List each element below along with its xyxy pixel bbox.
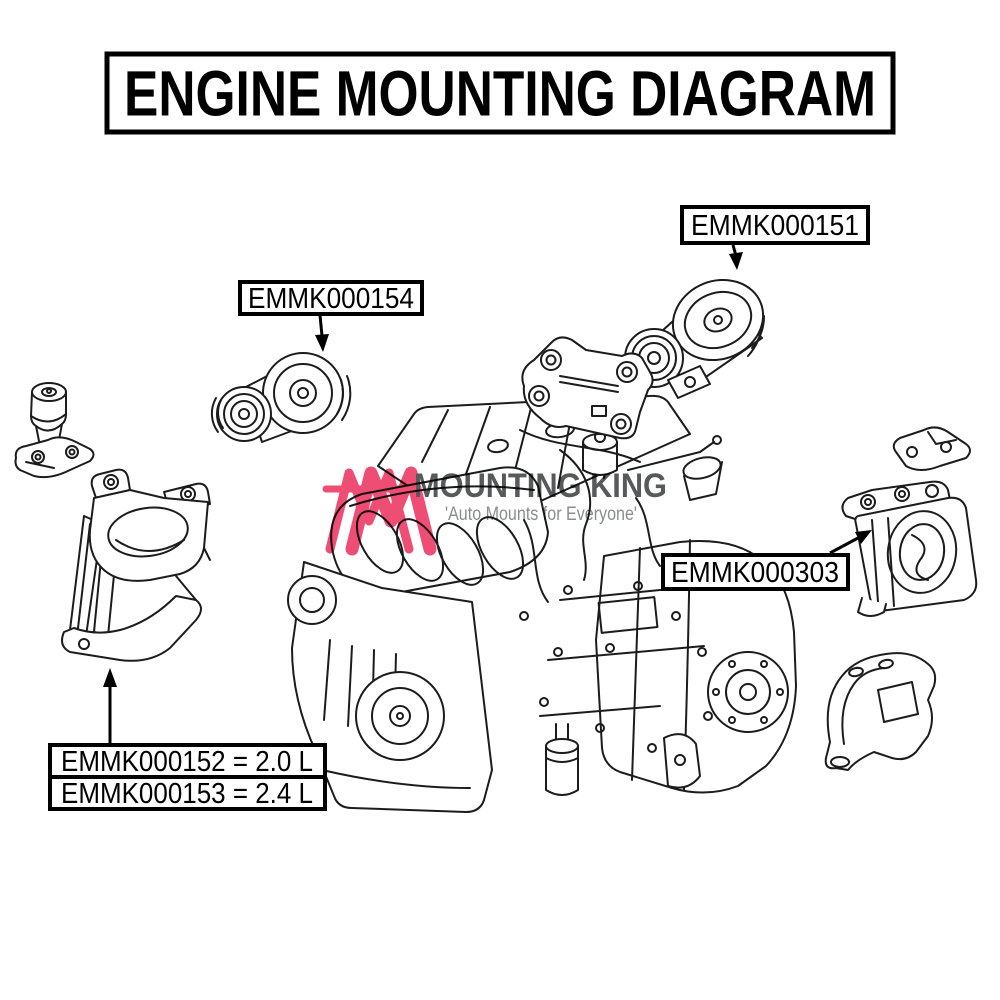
arrow-emmk152-153 [103,668,117,744]
watermark-tagline-text: 'Auto Mounts for Everyone' [445,504,637,525]
part-mount-emmk303 [841,480,978,617]
labels-layer: ENGINE MOUNTING DIAGRAM EMMK000151 EMMK0… [48,51,896,811]
mk-monogram-icon [322,466,437,556]
arrow-emmk151 [729,244,743,270]
arrow-emmk303 [829,530,872,555]
label-box-emmk303 [661,553,850,591]
label-box-emmk151 [680,205,870,245]
mount-parts-layer [14,278,978,771]
callout-arrows [103,244,872,744]
label-emmk303: EMMK000303 [671,557,839,589]
page-title: ENGINE MOUNTING DIAGRAM [124,57,876,129]
part-bracket-plate [521,336,654,440]
watermark-brand-text: MOUNTING KING [414,467,667,505]
label-emmk151: EMMK000151 [691,210,859,242]
watermark: MOUNTING KING 'Auto Mounts for Everyone' [322,466,667,556]
label-emmk153: EMMK000153 = 2.4 L [61,778,313,810]
title-box [104,51,896,135]
part-torque-mount-emmk154 [210,352,352,443]
label-box-emmk153 [48,775,327,811]
label-box-emmk154 [238,280,424,316]
part-mount-emmk152-153 [61,468,211,662]
part-bracket-small-right [892,426,971,471]
arrow-emmk154 [315,314,329,352]
part-bracket-rear-right [824,652,937,771]
label-emmk152: EMMK000152 = 2.0 L [61,746,313,778]
part-bracket-small-left [14,436,95,479]
label-emmk154: EMMK000154 [248,283,414,315]
engine-illustration [287,394,797,813]
